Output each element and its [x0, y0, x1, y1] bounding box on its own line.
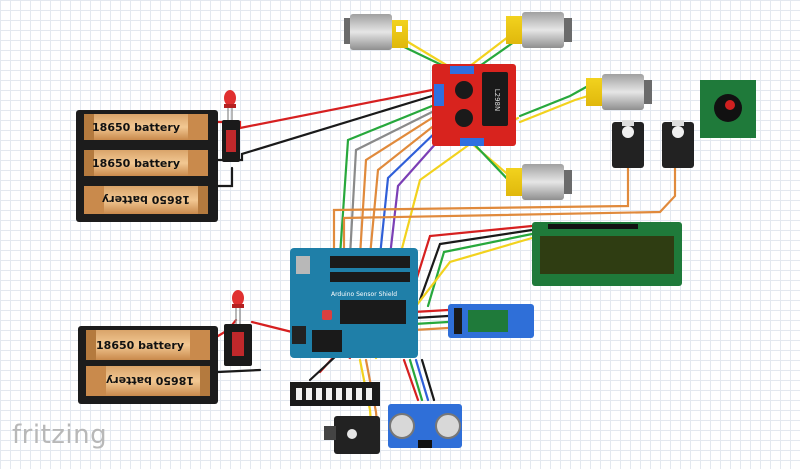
battery-cell: 18650 battery: [86, 330, 210, 360]
motor-driver-board: L298N: [432, 64, 516, 146]
wire-black-lcd: [418, 228, 534, 302]
fritzing-watermark: fritzing: [12, 420, 108, 450]
wire-red-switch-shield: [250, 320, 302, 336]
wire-blue-ctrl-5: [378, 126, 442, 258]
wire-red-bt: [412, 308, 450, 314]
wire-green-ctrl-1: [338, 104, 434, 258]
dc-motor-top-left: [344, 14, 408, 50]
bluetooth-module: [448, 304, 534, 338]
driver-chip-label: L298N: [493, 89, 501, 112]
ultrasonic-sensor: [388, 404, 462, 448]
wire-green-us: [408, 358, 424, 402]
battery-label: 18650 battery: [96, 339, 184, 352]
servo-small: [324, 416, 380, 454]
camera-module: [700, 80, 756, 138]
dc-motor-top-right: [506, 12, 572, 48]
battery-label: 18650 battery: [106, 374, 194, 387]
dc-motor-mid-right: [586, 74, 652, 110]
wire-purple-ctrl-6: [388, 130, 448, 258]
wire-black-bt: [412, 314, 450, 320]
arduino-board: Arduino Sensor Shield: [290, 248, 418, 358]
power-switch-top[interactable]: [222, 120, 240, 162]
wire-black-us: [420, 358, 436, 402]
battery-label: 18650 battery: [92, 157, 180, 170]
wire-red-battery-driver: [216, 88, 434, 130]
wire-yellow-motor-tr: [468, 32, 514, 68]
power-switch-bottom[interactable]: [224, 324, 252, 366]
led-red-bottom: [232, 290, 244, 324]
wire-orange-ctrl-3: [358, 116, 434, 258]
wire-blue-us: [414, 358, 430, 402]
battery-cell: 18650 battery: [84, 114, 208, 140]
wire-black-header: [308, 354, 338, 382]
dc-motor-bottom: [506, 164, 572, 200]
lcd-display: [532, 222, 682, 286]
servo-right: [662, 120, 694, 168]
pin-header-strip: [290, 382, 380, 406]
wire-green-bt: [412, 320, 450, 326]
wire-black-battery-return: [216, 166, 234, 188]
shield-label: Arduino Sensor Shield: [331, 291, 397, 298]
wire-gray-ctrl-2: [348, 110, 434, 258]
battery-pack-bottom: 18650 battery 18650 battery: [78, 326, 218, 404]
wires: [216, 32, 677, 438]
wire-yellow-motor-ml: [518, 94, 590, 124]
wire-orange-servo-1: [332, 166, 630, 258]
battery-cell: 18650 battery: [84, 150, 208, 176]
wire-black-bottom-pack: [216, 368, 262, 374]
battery-pack-top: 18650 battery 18650 battery 18650 batter…: [76, 110, 218, 222]
battery-label: 18650 battery: [102, 193, 190, 206]
wire-green-lcd: [426, 232, 534, 308]
servo-left: [612, 120, 644, 168]
wire-orange-bt: [412, 326, 450, 332]
led-red-top: [224, 90, 236, 120]
wire-orange-servo-2: [342, 166, 677, 258]
wire-green-motor-ml: [518, 84, 590, 118]
wire-orange-ctrl-4: [368, 122, 438, 258]
wire-red-us: [402, 358, 420, 402]
battery-label: 18650 battery: [92, 121, 180, 134]
battery-cell: 18650 battery: [84, 186, 208, 214]
battery-cell: 18650 battery: [86, 366, 210, 396]
